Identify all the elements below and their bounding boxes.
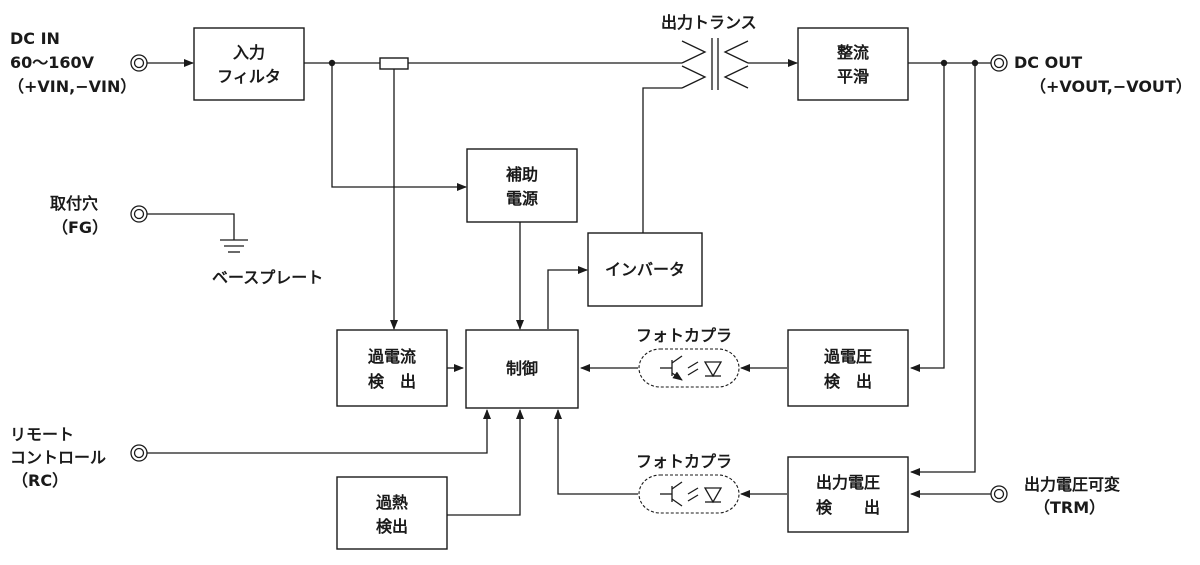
block-label: 平滑	[837, 67, 869, 86]
svg-text:（TRM）: （TRM）	[1034, 498, 1105, 517]
wire-out-voltage-detect	[910, 63, 976, 476]
svg-text:DC IN: DC IN	[10, 29, 60, 48]
wire-fg-ground	[147, 213, 235, 240]
block-label: 補助	[505, 165, 538, 184]
block-label: 過電流	[367, 347, 416, 366]
terminal-trm	[990, 485, 1008, 503]
current-shunt-resistor	[379, 57, 409, 70]
wire-remote-control	[147, 409, 491, 454]
dc-out-label: DC OUT （+VOUT,−VOUT）	[1014, 53, 1192, 96]
dc-in-label: DC IN 60〜160V （+VIN,−VIN）	[8, 29, 136, 96]
block-overcurrent-detect: 過電流 検 出	[336, 329, 448, 407]
block-label: 検出	[376, 517, 408, 536]
transformer-icon	[681, 38, 749, 90]
junction-dot	[940, 59, 948, 67]
block-label: フィルタ	[217, 67, 281, 86]
terminal-remote-control	[130, 444, 148, 462]
block-label: 検 出	[824, 372, 872, 391]
wire-bus-aux	[331, 63, 467, 191]
block-label: 検 出	[816, 498, 880, 517]
ground-icon	[220, 239, 248, 253]
photocoupler-label: フォトカプラ	[636, 452, 732, 471]
photocoupler-2	[638, 474, 740, 514]
led-icon	[703, 361, 723, 378]
wire-pc2-control	[554, 409, 638, 495]
svg-text:（+VOUT,−VOUT）: （+VOUT,−VOUT）	[1030, 77, 1192, 96]
svg-text:出力電圧可変: 出力電圧可変	[1024, 475, 1120, 494]
terminal-dc-in	[130, 54, 148, 72]
fg-label: 取付穴 （FG）	[50, 194, 108, 237]
wire-out-overvoltage	[910, 63, 945, 372]
wire-inverter-transformer	[642, 87, 682, 233]
light-arrows-icon	[687, 361, 699, 376]
block-overvoltage-detect: 過電圧 検 出	[787, 329, 909, 407]
svg-text:（+VIN,−VIN）: （+VIN,−VIN）	[8, 77, 136, 96]
block-label: 入力	[233, 43, 265, 62]
remote-control-label: リモート コントロール （RC）	[10, 425, 106, 490]
svg-text:60〜160V: 60〜160V	[10, 53, 95, 72]
junction-dots	[328, 59, 979, 67]
block-rectifier: 整流 平滑	[797, 27, 909, 101]
photocoupler-1	[638, 348, 740, 388]
light-arrows-icon	[687, 487, 699, 502]
led-icon	[703, 487, 723, 504]
svg-text:（FG）: （FG）	[52, 218, 108, 237]
block-aux-power: 補助 電源	[466, 148, 578, 223]
block-input-filter: 入力 フィルタ	[193, 27, 305, 101]
block-label: 整流	[836, 43, 869, 62]
block-inverter: インバータ	[587, 232, 703, 307]
photocoupler-label: フォトカプラ	[636, 326, 732, 345]
block-control: 制御	[465, 329, 579, 409]
svg-text:リモート: リモート	[10, 425, 74, 444]
baseplate-label: ベースプレート	[212, 268, 323, 287]
wires	[147, 59, 991, 516]
block-label: 電源	[506, 189, 538, 208]
block-label: インバータ	[605, 260, 685, 279]
trm-label: 出力電圧可変 （TRM）	[1024, 475, 1120, 517]
block-label: 制御	[506, 359, 538, 378]
svg-text:（RC）: （RC）	[12, 471, 68, 490]
transformer-label: 出力トランス	[661, 13, 757, 32]
junction-dot	[328, 59, 336, 67]
junction-dot	[971, 59, 979, 67]
block-label: 過電圧	[823, 347, 872, 366]
phototransistor-icon	[660, 355, 683, 381]
phototransistor-icon	[660, 481, 683, 507]
terminal-fg	[130, 205, 148, 223]
block-output-voltage-detect: 出力電圧 検 出	[787, 456, 909, 533]
block-label: 検 出	[368, 372, 416, 391]
wire-overheat-control	[447, 409, 524, 516]
wire-control-inverter	[547, 266, 588, 329]
block-overheat-detect: 過熱 検出	[336, 476, 448, 550]
block-label: 出力電圧	[816, 473, 880, 492]
svg-text:取付穴: 取付穴	[50, 194, 98, 213]
block-label: 過熱	[375, 493, 408, 512]
svg-text:コントロール: コントロール	[10, 448, 106, 467]
svg-text:DC OUT: DC OUT	[1014, 53, 1082, 72]
terminal-dc-out	[990, 54, 1008, 72]
